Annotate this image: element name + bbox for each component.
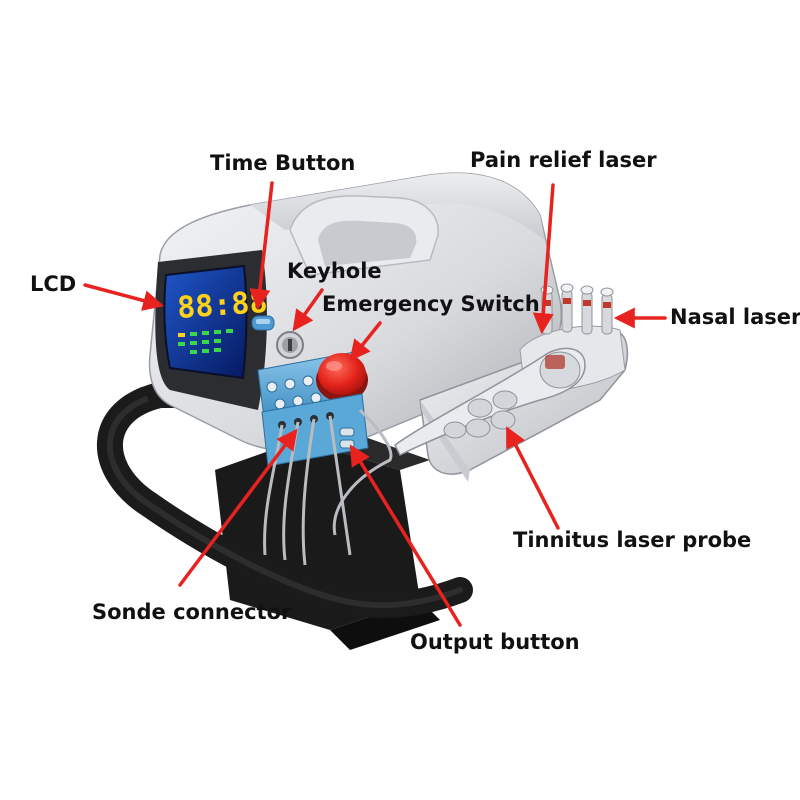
- label-keyhole: Keyhole: [287, 259, 382, 283]
- label-emergency-switch: Emergency Switch: [322, 292, 540, 316]
- keyhole[interactable]: [276, 331, 304, 359]
- label-output-button: Output button: [410, 630, 580, 654]
- emergency-switch[interactable]: [316, 353, 368, 402]
- probe-cables: [263, 408, 393, 566]
- device-body: [148, 172, 562, 452]
- lcd-level-bars: [178, 329, 233, 354]
- callout-arrows: [83, 181, 667, 627]
- output-buttons[interactable]: [339, 427, 355, 449]
- label-lcd: LCD: [30, 272, 77, 296]
- arrow-emergency-switch: [349, 321, 382, 362]
- label-sonde-connector: Sonde connector: [92, 600, 292, 624]
- label-pain-relief-laser: Pain relief laser: [470, 148, 657, 172]
- tinnitus-laser-probe: [443, 390, 518, 439]
- arrow-keyhole: [292, 288, 324, 332]
- arrow-pain-relief-laser: [532, 183, 555, 335]
- label-tinnitus-laser-probe: Tinnitus laser probe: [513, 528, 752, 552]
- arrow-tinnitus-laser-probe: [506, 426, 560, 530]
- label-time-button: Time Button: [210, 151, 356, 175]
- label-nasal-laser: Nasal laser: [670, 305, 800, 329]
- time-button[interactable]: [251, 315, 275, 331]
- arrow-sonde-connector: [178, 428, 298, 587]
- arrow-output-button: [349, 444, 462, 627]
- arrow-time-button: [249, 181, 274, 311]
- arrow-lcd: [83, 283, 165, 311]
- handheld-probe: [394, 347, 586, 457]
